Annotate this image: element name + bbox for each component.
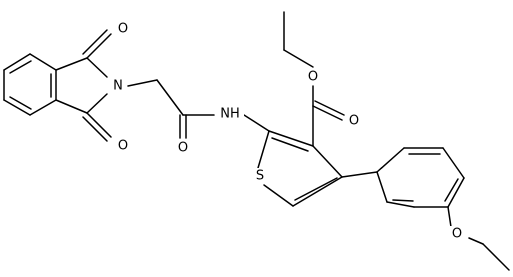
imide-top-oxygen-label: O (116, 21, 130, 37)
amide-nh-label: NH (216, 106, 244, 122)
amide-oxygen-label: O (176, 140, 190, 156)
atom-labels: O N O O NH O O S (109, 21, 464, 242)
ester-carbonyl-oxygen-label: O (347, 113, 361, 129)
svg-text:O: O (452, 227, 462, 242)
ether-oxygen-label: O (450, 226, 464, 242)
svg-text:O: O (118, 139, 128, 154)
svg-text:O: O (308, 70, 318, 85)
svg-text:O: O (178, 141, 188, 156)
svg-text:O: O (349, 114, 359, 129)
ester-alkoxy-oxygen-label: O (306, 69, 320, 85)
svg-text:N: N (113, 79, 123, 94)
svg-text:O: O (118, 22, 128, 37)
imide-nitrogen-label: N (109, 78, 127, 94)
imide-bottom-oxygen-label: O (116, 138, 130, 154)
thiophene-sulfur-label: S (253, 168, 267, 184)
svg-text:S: S (256, 169, 264, 184)
svg-text:NH: NH (220, 107, 240, 122)
bond-lines (3, 11, 510, 271)
